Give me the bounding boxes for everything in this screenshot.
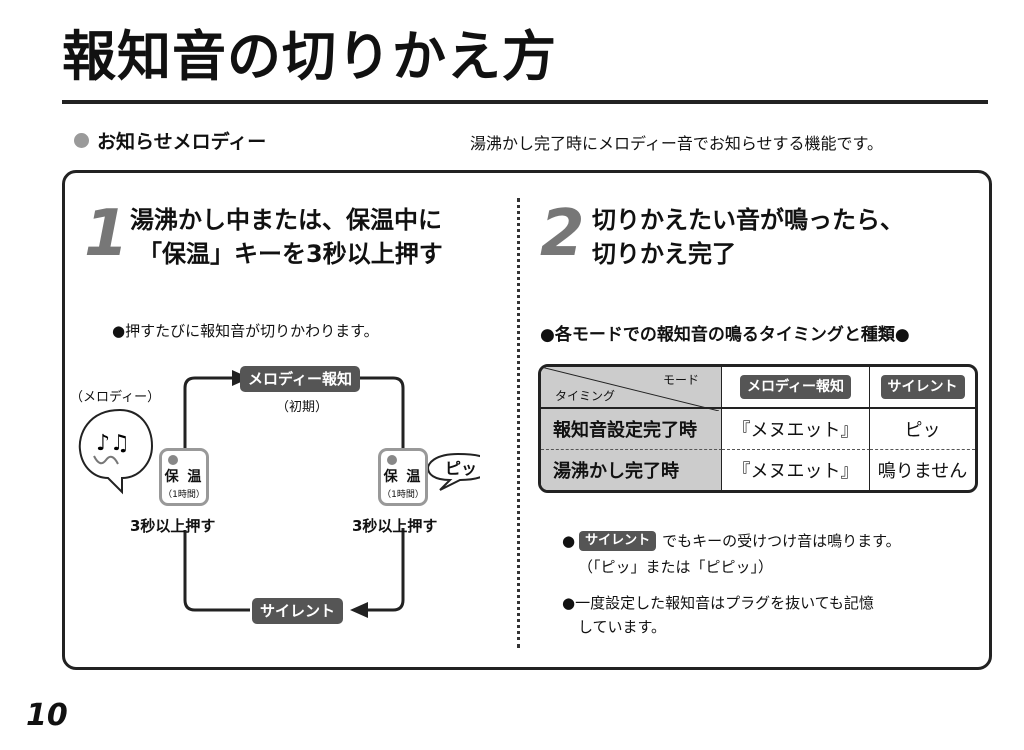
step1-note: ●押すたびに報知音が切りかわります。 [112,322,379,340]
row-timing: 報知音設定完了時 [541,409,722,450]
step2-line2: 切りかえ完了 [592,240,736,268]
mode-melody-initial: （初期） [276,400,329,415]
table-row: 湯沸かし完了時 『メヌエット』 鳴りません [541,450,975,490]
step1-line2: 「保温」キーを3秒以上押す [138,240,443,268]
row-timing: 湯沸かし完了時 [541,450,722,490]
silent-badge: サイレント [579,530,657,551]
beep-text: ピッ [445,459,478,478]
corner-timing-label: タイミング [555,389,616,403]
corner-mode-label: モード [662,373,699,387]
press-instruction-left: 3秒以上押す [130,517,216,535]
indicator-led-icon [387,455,397,465]
indicator-led-icon [168,455,178,465]
table-header-row: モード タイミング メロディー報知 サイレント [541,367,975,411]
bullet-icon [74,133,89,148]
section-heading: お知らせメロディー [74,127,266,154]
beep-bubble [426,452,480,491]
melody-label: （メロディー） [70,390,161,405]
note-memory-line2: しています。 [578,618,667,636]
step2-line1: 切りかえたい音が鳴ったら、 [592,206,904,234]
mode-timing-table: モード タイミング メロディー報知 サイレント 報知音設定完了時 『メヌエット』… [538,364,978,493]
section-description: 湯沸かし完了時にメロディー音でお知らせする機能です。 [470,134,883,153]
note-memory-line1: ●一度設定した報知音はプラグを抜いても記憶 [562,594,874,612]
keep-warm-key-left[interactable]: 保 温 （1時間） [159,448,209,506]
page-title: 報知音の切りかえ方 [62,25,557,88]
table-corner-cell: モード タイミング [541,367,722,411]
instruction-panel [62,170,992,670]
step2-number: 2 [540,197,585,271]
cycle-line-right-bottom [360,528,405,612]
title-underline [62,100,988,104]
corner-diagonal [541,367,719,411]
arrow-left-icon [350,602,368,618]
col-header-silent: サイレント [870,367,975,409]
step1-line1: 湯沸かし中または、保温中に [130,206,442,234]
sound-wave-icon [93,455,119,465]
cell-silent: ピッ [870,409,975,450]
keep-warm-key-right[interactable]: 保 温 （1時間） [378,448,428,506]
cell-silent: 鳴りません [877,461,968,482]
col-header-melody: メロディー報知 [722,367,871,409]
page-number: 10 [26,698,68,733]
section-heading-text: お知らせメロディー [97,131,267,153]
mode-cycle-diagram: ♪♫ [78,370,480,618]
note-silent-line2: （「ピッ」または「ピピッ」） [578,558,774,576]
mode-silent-badge: サイレント [252,598,344,624]
cycle-line-right-top [350,376,405,448]
step1-number: 1 [84,197,129,271]
mode-melody-badge: メロディー報知 [240,366,360,392]
cycle-line-left-bottom [183,530,250,612]
cell-melody: 『メヌエット』 [722,409,871,450]
music-note-icon: ♪♫ [96,431,130,456]
table-row: 報知音設定完了時 『メヌエット』 ピッ [541,409,975,450]
cycle-line-left-top [183,376,240,460]
note-silent: ● サイレント でもキーの受けつけ音は鳴ります。 [562,530,901,551]
cell-melody: 『メヌエット』 [722,450,871,490]
press-instruction-right: 3秒以上押す [352,517,438,535]
panel-divider [517,198,520,648]
melody-bubble [78,408,154,495]
table-title: ●各モードでの報知音の鳴るタイミングと種類● [540,325,910,345]
